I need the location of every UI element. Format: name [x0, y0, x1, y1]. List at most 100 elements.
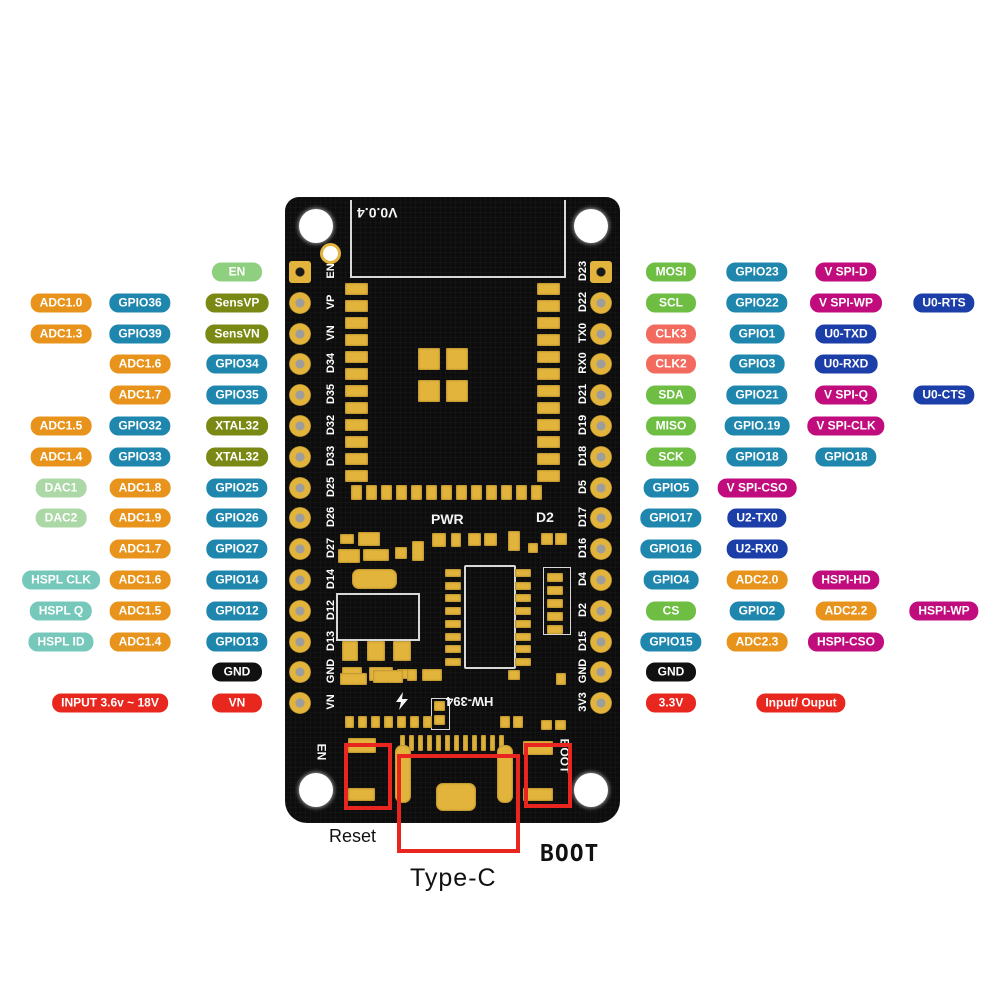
pin-function-pill: U0-TXD	[815, 324, 877, 344]
pin-function-pill: GPIO18	[815, 447, 877, 467]
pin-function-pill: MOSI	[646, 262, 696, 282]
solder-pad	[446, 348, 468, 370]
pin-function-pill: ADC1.0	[30, 293, 92, 313]
solder-pad	[345, 368, 368, 380]
solder-pad	[463, 735, 468, 751]
solder-pad	[445, 607, 461, 616]
solder-pad	[345, 453, 368, 465]
board-version-text: V0.0.4	[357, 205, 398, 221]
solder-pad	[418, 380, 440, 402]
header-pin-hole	[590, 661, 612, 684]
component-outline	[431, 698, 450, 730]
solder-pad	[345, 419, 368, 431]
solder-pad	[537, 351, 560, 363]
fiducial-hole	[323, 246, 338, 261]
pin-function-pill: GPIO16	[640, 539, 702, 559]
pin-function-pill: 3.3V	[646, 693, 696, 713]
header-pin-hole	[289, 353, 311, 376]
header-pin-hole	[590, 692, 612, 715]
pin-function-pill: GPIO12	[206, 601, 268, 621]
pin-function-pill: CLK3	[646, 324, 696, 344]
header-pin-hole	[289, 507, 311, 530]
pin-function-pill: GPIO25	[206, 478, 268, 498]
pin-function-pill: U0-RXD	[814, 354, 878, 374]
pin-function-pill: GPIO1	[729, 324, 785, 344]
pin-function-pill: GPIO36	[109, 293, 171, 313]
solder-pad	[541, 533, 553, 545]
solder-pad	[523, 788, 553, 801]
header-pin-hole	[590, 261, 612, 283]
solder-pad	[393, 641, 411, 661]
pin-function-pill: V SPI-WP	[809, 293, 883, 313]
solder-pad	[373, 670, 403, 683]
solder-pad	[515, 594, 531, 603]
solder-pad	[367, 641, 385, 661]
pin-function-pill: ADC1.3	[30, 324, 92, 344]
boot-button-highlight[interactable]	[524, 743, 572, 808]
pin-function-pill: ADC1.7	[109, 385, 171, 405]
pin-function-pill: VN	[212, 693, 262, 713]
pin-function-pill: XTAL32	[206, 447, 268, 467]
mounting-hole	[574, 773, 608, 807]
solder-pad	[515, 607, 531, 616]
solder-pad	[348, 788, 375, 801]
solder-pad	[515, 569, 531, 577]
solder-pad	[537, 402, 560, 414]
solder-pad	[537, 419, 560, 431]
d2-silk-label: D2	[536, 509, 554, 525]
pin-function-pill: SensVN	[205, 324, 269, 344]
pin-function-pill: INPUT 3.6v ~ 18V	[52, 693, 168, 713]
typec-port-highlight[interactable]	[397, 754, 520, 853]
solder-pad	[537, 385, 560, 397]
solder-pad	[515, 619, 531, 628]
pin-function-pill: HSPL CLK	[22, 570, 100, 590]
reset-caption: Reset	[329, 826, 377, 846]
solder-pad	[434, 715, 445, 725]
solder-pad	[427, 735, 432, 751]
en-button-silk: EN	[314, 743, 329, 761]
solder-pad	[537, 300, 560, 312]
solder-pad	[434, 701, 445, 711]
solder-pad	[537, 283, 560, 295]
solder-pad	[499, 735, 504, 751]
header-pin-hole	[590, 353, 612, 376]
solder-pad	[345, 300, 368, 312]
solder-pad	[418, 735, 423, 751]
lightning-icon	[396, 692, 408, 710]
regulator-outline	[336, 593, 420, 641]
solder-pad	[501, 485, 512, 500]
pin-function-pill: HSPI-CSO	[807, 632, 885, 652]
pin-function-pill: GPIO.19	[724, 416, 790, 436]
solder-pad	[531, 485, 542, 500]
solder-pad	[541, 720, 552, 730]
header-pin-hole	[289, 630, 311, 653]
header-pin-hole	[590, 507, 612, 530]
pin-function-pill: V SPI-D	[815, 262, 877, 282]
solder-pad	[441, 485, 452, 500]
mounting-hole	[299, 773, 333, 807]
pin-function-pill: HSPI-HD	[812, 570, 880, 590]
solder-pad	[537, 453, 560, 465]
pin-function-pill: GPIO35	[206, 385, 268, 405]
pin-function-pill: GPIO27	[206, 539, 268, 559]
pin-function-pill: DAC1	[35, 478, 87, 498]
solder-pad	[340, 673, 367, 685]
pin-function-pill: GPIO17	[640, 508, 702, 528]
antenna-outline	[350, 200, 566, 278]
header-pin-hole	[289, 291, 311, 314]
solder-pad	[411, 485, 422, 500]
solder-pad	[445, 569, 461, 577]
header-pin-hole	[590, 445, 612, 468]
solder-pad	[418, 348, 440, 370]
reset-button-highlight[interactable]	[344, 743, 392, 810]
usb-uart-ic-outline	[464, 565, 516, 669]
pin-function-pill: DAC2	[35, 508, 87, 528]
solder-pad	[537, 334, 560, 346]
pin-function-pill: SDA	[646, 385, 696, 405]
pin-function-pill: ADC2.3	[726, 632, 788, 652]
pin-function-pill: V SPI-Q	[814, 385, 878, 405]
solder-pad	[338, 549, 360, 563]
solder-pad	[395, 547, 407, 559]
pin-function-pill: GPIO26	[206, 508, 268, 528]
solder-pad	[528, 543, 538, 553]
